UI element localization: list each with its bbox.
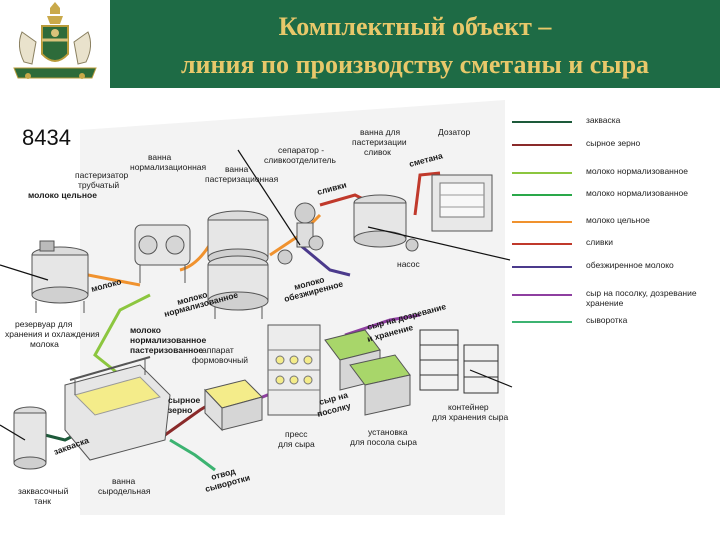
cream-separator [277, 202, 324, 265]
label-cheese-grain-2: зерно [168, 405, 192, 415]
legend: закваска сырное зерно молоко нормализова… [512, 110, 720, 340]
label-pump: насос [397, 259, 420, 269]
label-reservoir-1: резервуар для [15, 319, 73, 329]
legend-swatch [512, 321, 572, 323]
pointer-line [237, 149, 301, 246]
label-salting-unit-2: для посола сыра [350, 437, 417, 447]
label-press-2: для сыра [278, 439, 315, 449]
label-molding-1: аппарат [202, 345, 234, 355]
title-band [110, 0, 720, 88]
salting-unit [324, 329, 411, 416]
starter-tank [13, 406, 47, 470]
label-separator-1: сепаратор - [278, 145, 324, 155]
label-reservoir-3: молока [30, 339, 59, 349]
page-title-line-1: Комплектный объект – [278, 12, 552, 41]
coat-of-arms-icon [2, 2, 108, 86]
storage-tank [31, 240, 89, 313]
pointer-line [0, 424, 26, 441]
molding-apparatus [204, 379, 263, 432]
label-press-1: пресс [285, 429, 308, 439]
legend-swatch [512, 194, 572, 196]
label-cream-vat-1: ванна для [360, 127, 401, 137]
label-reservoir-2: хранения и охлаждения [5, 329, 100, 339]
legend-swatch [512, 266, 572, 268]
legend-label: сыр на посолку, дозревание хранение [586, 288, 697, 308]
label-separator-2: сливкоотделитель [264, 155, 336, 165]
pointer-line [0, 264, 49, 281]
label-starter-tank-1: заквасочный [18, 486, 69, 496]
legend-item: молоко нормализованное [512, 188, 720, 210]
pointer-line [367, 226, 511, 261]
pipe-cream-2 [413, 171, 441, 216]
production-line-diagram: молоко цельное пастеризатор трубчатый ва… [0, 100, 513, 515]
cheese-making-vat [64, 356, 171, 461]
legend-swatch [512, 221, 572, 223]
legend-swatch [512, 294, 572, 296]
legend-item: сыворотка [512, 315, 720, 337]
label-dispenser: Дозатор [438, 127, 470, 137]
legend-item: сырное зерно [512, 138, 720, 160]
header: Комплектный объект – линия по производст… [0, 0, 720, 88]
label-norm-past-milk-1: молоко [130, 325, 161, 335]
label-starter-tank-2: танк [34, 496, 51, 506]
label-norm-vat-2: нормализационная [130, 162, 207, 172]
label-past-vat-2: пастеризационная [205, 174, 279, 184]
label-norm-past-milk-2: нормализованное [130, 335, 206, 345]
cheese-storage-containers [419, 329, 499, 394]
label-salting-unit-1: установка [368, 427, 408, 437]
label-container-2: для хранения сыра [432, 412, 509, 422]
label-norm-vat-1: ванна [148, 152, 172, 162]
pointer-line [469, 369, 513, 388]
page-title-line-2: линия по производству сметаны и сыра [180, 50, 650, 79]
label-cheese-grain-1: сырное [168, 395, 201, 405]
legend-item: закваска [512, 115, 720, 137]
legend-item: сливки [512, 237, 720, 259]
pipe-whey [169, 438, 216, 472]
legend-swatch [512, 144, 572, 146]
cheese-press [267, 324, 321, 416]
tubular-pasteurizer [134, 224, 191, 283]
legend-label: закваска [586, 115, 621, 125]
pipe-cheese-ripening [344, 313, 421, 337]
label-cream-vat-2: пастеризации [352, 137, 407, 147]
label-past-vat-1: ванна [225, 164, 249, 174]
legend-label: молоко нормализованное [586, 166, 689, 176]
legend-label: молоко нормализованное [586, 188, 689, 198]
pipe-normalized-milk [93, 293, 151, 377]
label-whole-milk: молоко цельное [28, 190, 97, 200]
label-container-1: контейнер [448, 402, 489, 412]
legend-item: обезжиренное молоко [512, 260, 720, 282]
label-pasteurizer-1: пастеризатор [75, 170, 129, 180]
legend-label: сыворотка [586, 315, 628, 325]
legend-swatch [512, 243, 572, 245]
legend-label: сливки [586, 237, 613, 247]
label-norm-past-milk-3: пастеризованное [130, 345, 203, 355]
legend-label: обезжиренное молоко [586, 260, 674, 270]
sour-cream-dispenser [431, 174, 493, 232]
label-pasteurizer-2: трубчатый [78, 180, 119, 190]
legend-item: молоко нормализованное [512, 166, 720, 188]
legend-item: молоко цельное [512, 215, 720, 237]
legend-swatch [512, 121, 572, 123]
legend-swatch [512, 172, 572, 174]
legend-item: сыр на посолку, дозревание хранение [512, 288, 720, 310]
pasteurization-vat [207, 255, 269, 319]
label-molding-2: формовочный [192, 355, 248, 365]
label-cheese-vat-1: ванна [112, 476, 136, 486]
cream-pasteurization-vat [353, 194, 419, 252]
code-label: 8434 [22, 125, 71, 150]
pipe-skim-milk [299, 243, 351, 277]
label-cheese-vat-2: сыродельная [98, 486, 151, 496]
legend-label: сырное зерно [586, 138, 641, 148]
legend-label: молоко цельное [586, 215, 650, 225]
label-cream-vat-3: сливок [364, 147, 391, 157]
